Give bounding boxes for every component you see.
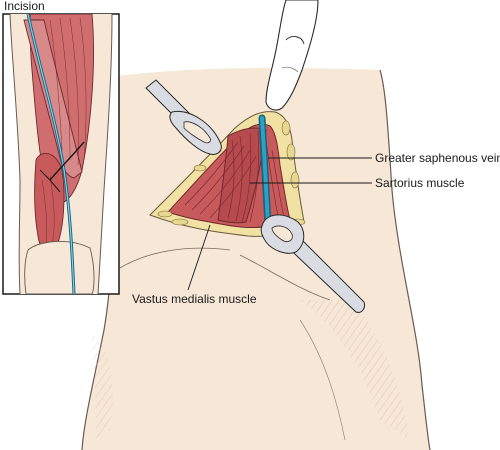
upper-retractor-slot (183, 121, 211, 144)
inset-muscle-fibers (41, 17, 87, 246)
thigh-skin (82, 68, 430, 450)
thigh (81, 68, 431, 450)
inset-panel (2, 13, 120, 295)
incision-site (149, 111, 306, 237)
skin-texture (300, 300, 410, 440)
skin-crease (299, 319, 346, 441)
inset-incision-line (49, 141, 85, 181)
skin-crease (119, 247, 231, 269)
finger-crease (281, 66, 299, 73)
lower-retractor-slot (271, 225, 293, 242)
finger-nail (285, 36, 305, 45)
upper-retractor (145, 79, 222, 155)
muscle-fibers (184, 130, 285, 223)
skin-crease (239, 254, 331, 301)
annotations: Incision Greater saphenous vein Sartoriu… (4, 0, 500, 306)
greater-saphenous-vein-highlight (260, 116, 270, 227)
vastus-label: Vastus medialis muscle (132, 292, 257, 306)
inset-saphenous-vein-highlight (27, 14, 75, 294)
vein-label: Greater saphenous vein (375, 151, 500, 165)
surgeon-hand (265, 0, 319, 111)
inset-title: Incision (4, 0, 45, 13)
vastus-leader-line (187, 224, 211, 291)
sartorius-label: Sartorius muscle (375, 176, 465, 190)
inset-incision-tick (39, 169, 61, 193)
inset-knee (24, 240, 95, 294)
thigh-right-contour (379, 69, 431, 450)
lower-retractor (260, 214, 365, 313)
surgeon-finger (265, 0, 319, 111)
skin-texture (90, 330, 114, 440)
inset-leg-contour (9, 14, 21, 294)
inset-leg-contour (97, 14, 113, 294)
